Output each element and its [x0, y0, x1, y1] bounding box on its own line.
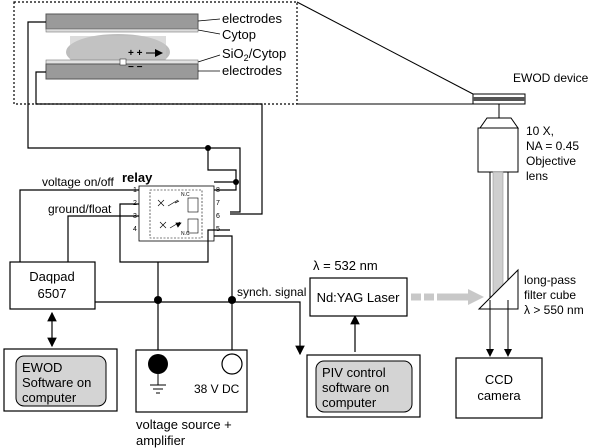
- piv-line1: PIV control: [322, 365, 386, 380]
- wire-synch: [95, 301, 305, 356]
- charge-plus: + +: [128, 48, 143, 59]
- laser-wavelength: λ = 532 nm: [313, 258, 378, 273]
- top-plate: [45, 13, 199, 30]
- wire-top-electrode: [27, 21, 241, 213]
- relay-nc-top: N.C: [181, 192, 190, 198]
- daqpad-box: [9, 261, 96, 310]
- ewod-device-layer: [473, 97, 525, 101]
- label-ground-float: ground/float: [48, 202, 112, 216]
- leader-cytop: [197, 29, 221, 35]
- relay: relay 1 2 3 4 8 7 6 5 N.C N.C: [122, 170, 220, 242]
- objective-line1: 10 X,: [526, 124, 554, 138]
- label-cytop: Cytop: [222, 27, 256, 42]
- daqpad-line2: 6507: [38, 286, 67, 301]
- wire-relay-right-bottom: [214, 235, 233, 262]
- leader-electrodes-top: [197, 18, 221, 22]
- relay-pin-6: 6: [216, 213, 220, 220]
- laser-label: Nd:YAG Laser: [317, 290, 401, 305]
- label-sio2-cytop: SiO2/Cytop: [222, 46, 286, 63]
- ground-icon: [150, 374, 166, 394]
- leader-sio2: [197, 54, 221, 63]
- relay-coil-top: [187, 197, 199, 213]
- ewod-software-line3: computer: [22, 390, 77, 405]
- wire-source-up: [207, 148, 237, 182]
- relay-led-arrows: [174, 200, 181, 225]
- label-electrodes-bottom: electrodes: [222, 63, 282, 78]
- relay-switches: [167, 199, 181, 229]
- electrode-wires: [27, 21, 263, 215]
- objective-body: [477, 127, 519, 173]
- label-synch-signal: synch. signal: [237, 285, 306, 299]
- label-voltage-onoff: voltage on/off: [42, 175, 115, 189]
- filter-line3: λ > 550 nm: [524, 303, 584, 317]
- relay-coil-bottom: [187, 218, 199, 234]
- junction-dot-2: [228, 296, 236, 304]
- laser-box: [309, 277, 408, 317]
- electrode-gap: [119, 58, 127, 66]
- relay-title: relay: [122, 170, 153, 185]
- relay-nc-bottom: N.C: [181, 231, 190, 237]
- relay-inner: [149, 189, 203, 239]
- relay-pin-4: 4: [133, 226, 137, 233]
- junction-dot-4: [233, 179, 239, 185]
- device-cross-section-inset: + + − − electrodes Cytop SiO2/Cytop elec…: [13, 1, 474, 105]
- zoom-line-top: [296, 1, 474, 95]
- wire-relay-loop: [119, 203, 230, 263]
- sio2-text: SiO: [222, 46, 244, 61]
- ccd-camera-box: [455, 357, 543, 419]
- voltage-source-line2: amplifier: [136, 433, 186, 448]
- sio2-subscript: 2: [244, 53, 249, 63]
- laser-beam-arrowhead: [468, 289, 484, 305]
- piv-line2: software on: [322, 380, 389, 395]
- control-wiring: [19, 148, 305, 356]
- filter-line2: filter cube: [524, 288, 576, 302]
- daqpad-line1: Daqpad: [29, 269, 75, 284]
- ccd-line2: camera: [477, 388, 521, 403]
- voltage-terminal-ground: [148, 354, 168, 374]
- filter-line1: long-pass: [524, 273, 576, 287]
- charge-minus: − −: [128, 62, 143, 73]
- ewod-device-label: EWOD device: [513, 71, 589, 85]
- ewod-software-screen: [15, 355, 107, 407]
- ewod-software-line2: Software on: [22, 375, 91, 390]
- ccd-line1: CCD: [485, 372, 513, 387]
- voltage-terminal-dc: [221, 353, 243, 375]
- objective-line2: NA = 0.45: [526, 139, 579, 153]
- wire-bottom-electrode: [35, 71, 263, 215]
- optical-column: EWOD device 10 X, NA = 0.45 Objective le…: [472, 71, 589, 357]
- relay-body: [138, 185, 215, 242]
- filter-cube: [477, 268, 519, 310]
- beam-path: [492, 171, 504, 301]
- piv-line3: computer: [322, 395, 377, 410]
- objective-tip: [479, 117, 519, 129]
- relay-pin-7: 7: [216, 200, 220, 207]
- label-electrodes-top: electrodes: [222, 11, 282, 26]
- ewod-software-line1: EWOD: [22, 360, 62, 375]
- sio2-tail: /Cytop: [249, 46, 287, 61]
- top-coating: [45, 28, 199, 33]
- piv-control-screen: [315, 360, 413, 413]
- voltage-source-line1: voltage source +: [136, 417, 232, 432]
- wire-ground-float: [67, 215, 139, 262]
- inset-dotted-border: [13, 1, 298, 105]
- wire-relay-right-top: [214, 181, 237, 191]
- junction-dot-1: [154, 296, 162, 304]
- bottom-plate: [45, 63, 199, 80]
- wire-voltage-onoff: [19, 189, 139, 262]
- objective-line4: lens: [526, 169, 548, 183]
- objective-line3: Objective: [526, 154, 576, 168]
- relay-diodes: [157, 199, 167, 229]
- junction-dot-3: [205, 145, 211, 151]
- voltage-dc-label: 38 V DC: [194, 382, 240, 396]
